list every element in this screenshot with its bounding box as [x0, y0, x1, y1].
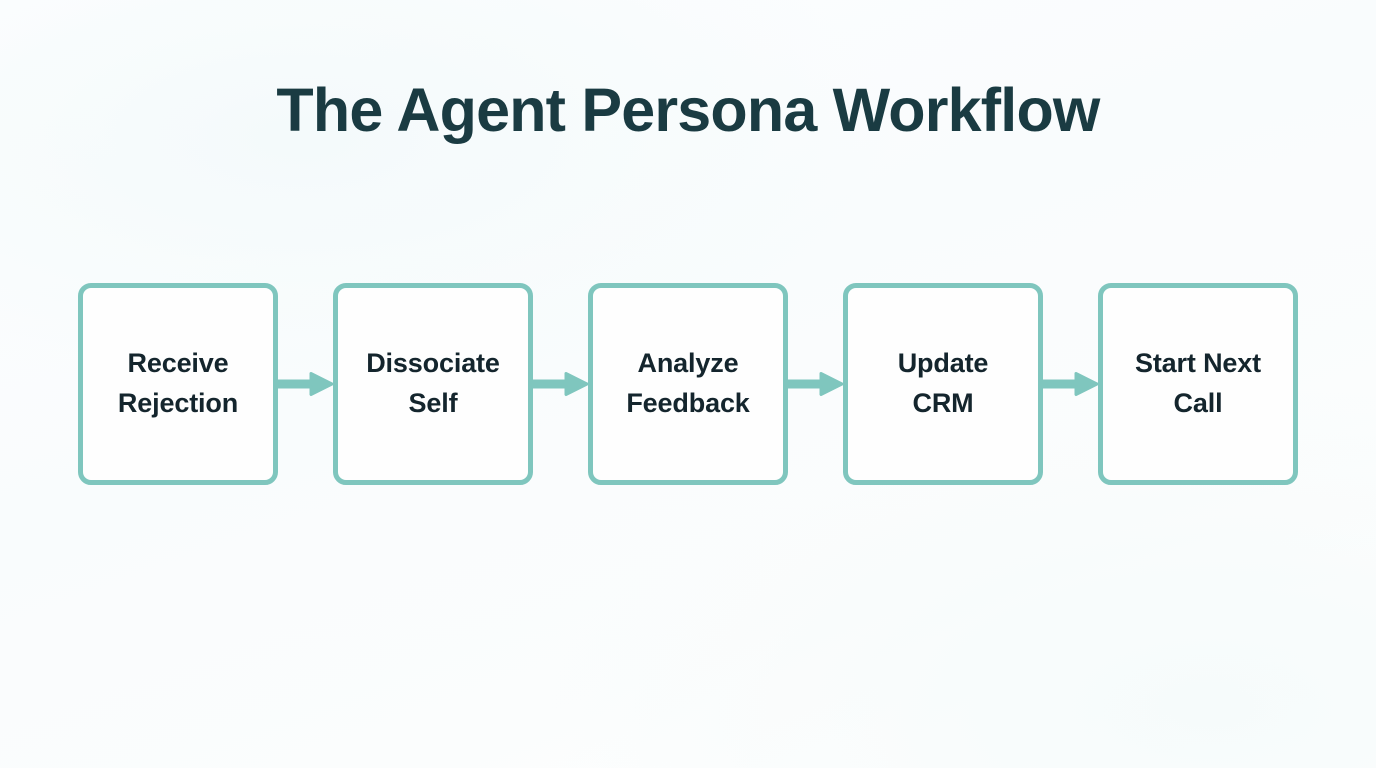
- flow-step-label: Dissociate Self: [366, 348, 500, 418]
- flow-step-label: Update CRM: [897, 348, 989, 418]
- flow-step-dissociate-self[interactable]: Dissociate Self: [333, 283, 533, 485]
- arrow-right-icon: [1041, 362, 1099, 406]
- flow-step-receive-rejection[interactable]: Receive Rejection: [78, 283, 278, 485]
- flow-step-label: Receive Rejection: [117, 348, 239, 418]
- arrow-right-icon: [531, 362, 589, 406]
- flow-step-analyze-feedback[interactable]: Analyze Feedback: [588, 283, 788, 485]
- flow-step-update-crm[interactable]: Update CRM: [843, 283, 1043, 485]
- flow-step-start-next-call[interactable]: Start Next Call: [1098, 283, 1298, 485]
- flow-step-label: Start Next Call: [1134, 348, 1262, 418]
- flow-step-label: Analyze Feedback: [626, 348, 750, 418]
- arrow-right-icon: [276, 362, 334, 406]
- workflow-diagram: Receive Rejection Dissociate Self Analyz…: [78, 283, 1298, 485]
- page-title: The Agent Persona Workflow: [276, 76, 1100, 144]
- arrow-right-icon: [786, 362, 844, 406]
- title-block: The Agent Persona Workflow: [0, 78, 1376, 143]
